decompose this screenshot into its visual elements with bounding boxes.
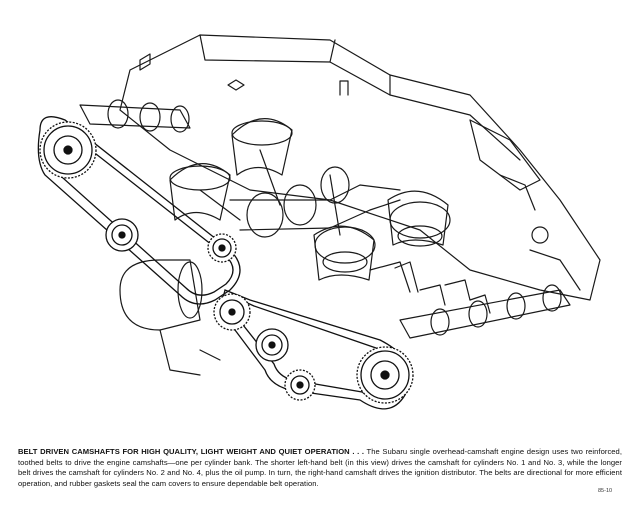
right-camshaft xyxy=(369,261,571,339)
left-cam-sprocket xyxy=(39,121,97,179)
engine-block-outline xyxy=(119,34,601,301)
oil-pump-housing xyxy=(119,259,221,376)
oil-pump-sprocket xyxy=(284,369,316,401)
crank-sprocket xyxy=(213,293,251,331)
left-camshaft xyxy=(79,104,191,129)
pulleys xyxy=(39,121,414,404)
right-cam-sprocket xyxy=(356,346,414,404)
caption-body: The Subaru single overhead-camshaft engi… xyxy=(18,447,622,488)
tensioner-pulley xyxy=(207,233,237,263)
engine-cutaway-illustration xyxy=(37,34,601,410)
figure-code: 85-10 xyxy=(598,488,613,494)
left-timing-belt xyxy=(37,116,241,305)
belt-idler-lower xyxy=(255,328,289,362)
caption-headline: BELT DRIVEN CAMSHAFTS FOR HIGH QUALITY, … xyxy=(18,447,365,456)
photo-caption: BELT DRIVEN CAMSHAFTS FOR HIGH QUALITY, … xyxy=(18,447,622,489)
crankshaft xyxy=(199,149,401,238)
idler-pulley xyxy=(105,218,139,252)
